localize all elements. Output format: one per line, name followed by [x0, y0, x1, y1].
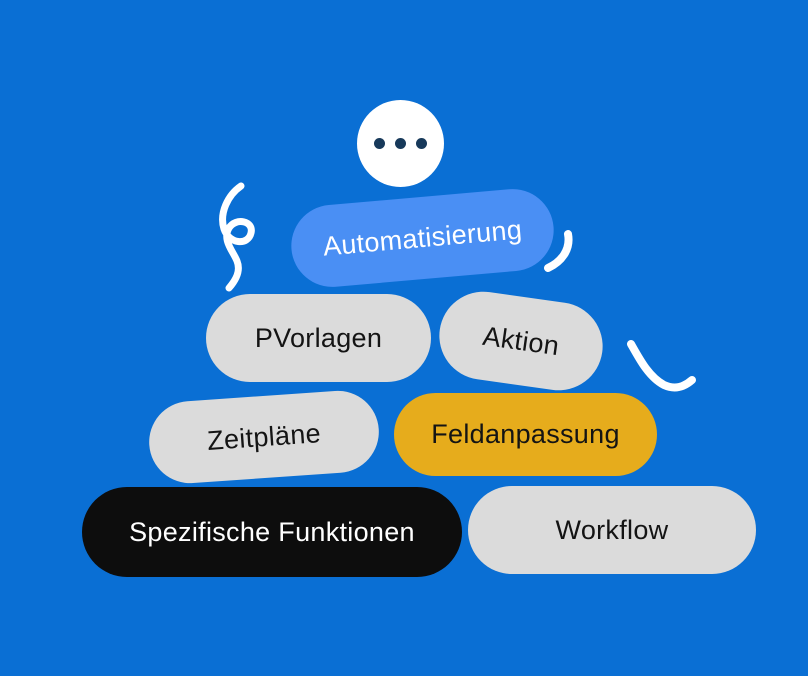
pill-label: PVorlagen: [254, 322, 383, 353]
pill-label: Automatisierung: [321, 213, 524, 262]
pill-feldanpassung: Feldanpassung: [394, 393, 657, 476]
pill-label: Aktion: [480, 320, 562, 361]
pill-aktion: Aktion: [433, 286, 609, 396]
loop-squiggle-icon: [219, 182, 255, 292]
pill-vorlagen: PVorlagen: [206, 294, 431, 382]
pill-label: Workflow: [555, 514, 669, 545]
ellipsis-icon: [374, 138, 385, 149]
pill-workflow: Workflow: [468, 486, 756, 574]
pill-spezifische-funktionen: Spezifische Funktionen: [82, 487, 462, 577]
pill-automatisierung: Automatisierung: [287, 185, 558, 291]
ellipsis-icon: [416, 138, 427, 149]
pill-zeitplaene: Zeitpläne: [146, 388, 382, 486]
pill-label: Zeitpläne: [206, 417, 322, 456]
pill-label: Spezifische Funktionen: [129, 516, 415, 547]
pill-label: Feldanpassung: [431, 419, 620, 449]
ellipsis-icon: [395, 138, 406, 149]
ellipsis-circle-badge: [357, 100, 444, 187]
swoosh-doodle-icon: [627, 340, 696, 392]
